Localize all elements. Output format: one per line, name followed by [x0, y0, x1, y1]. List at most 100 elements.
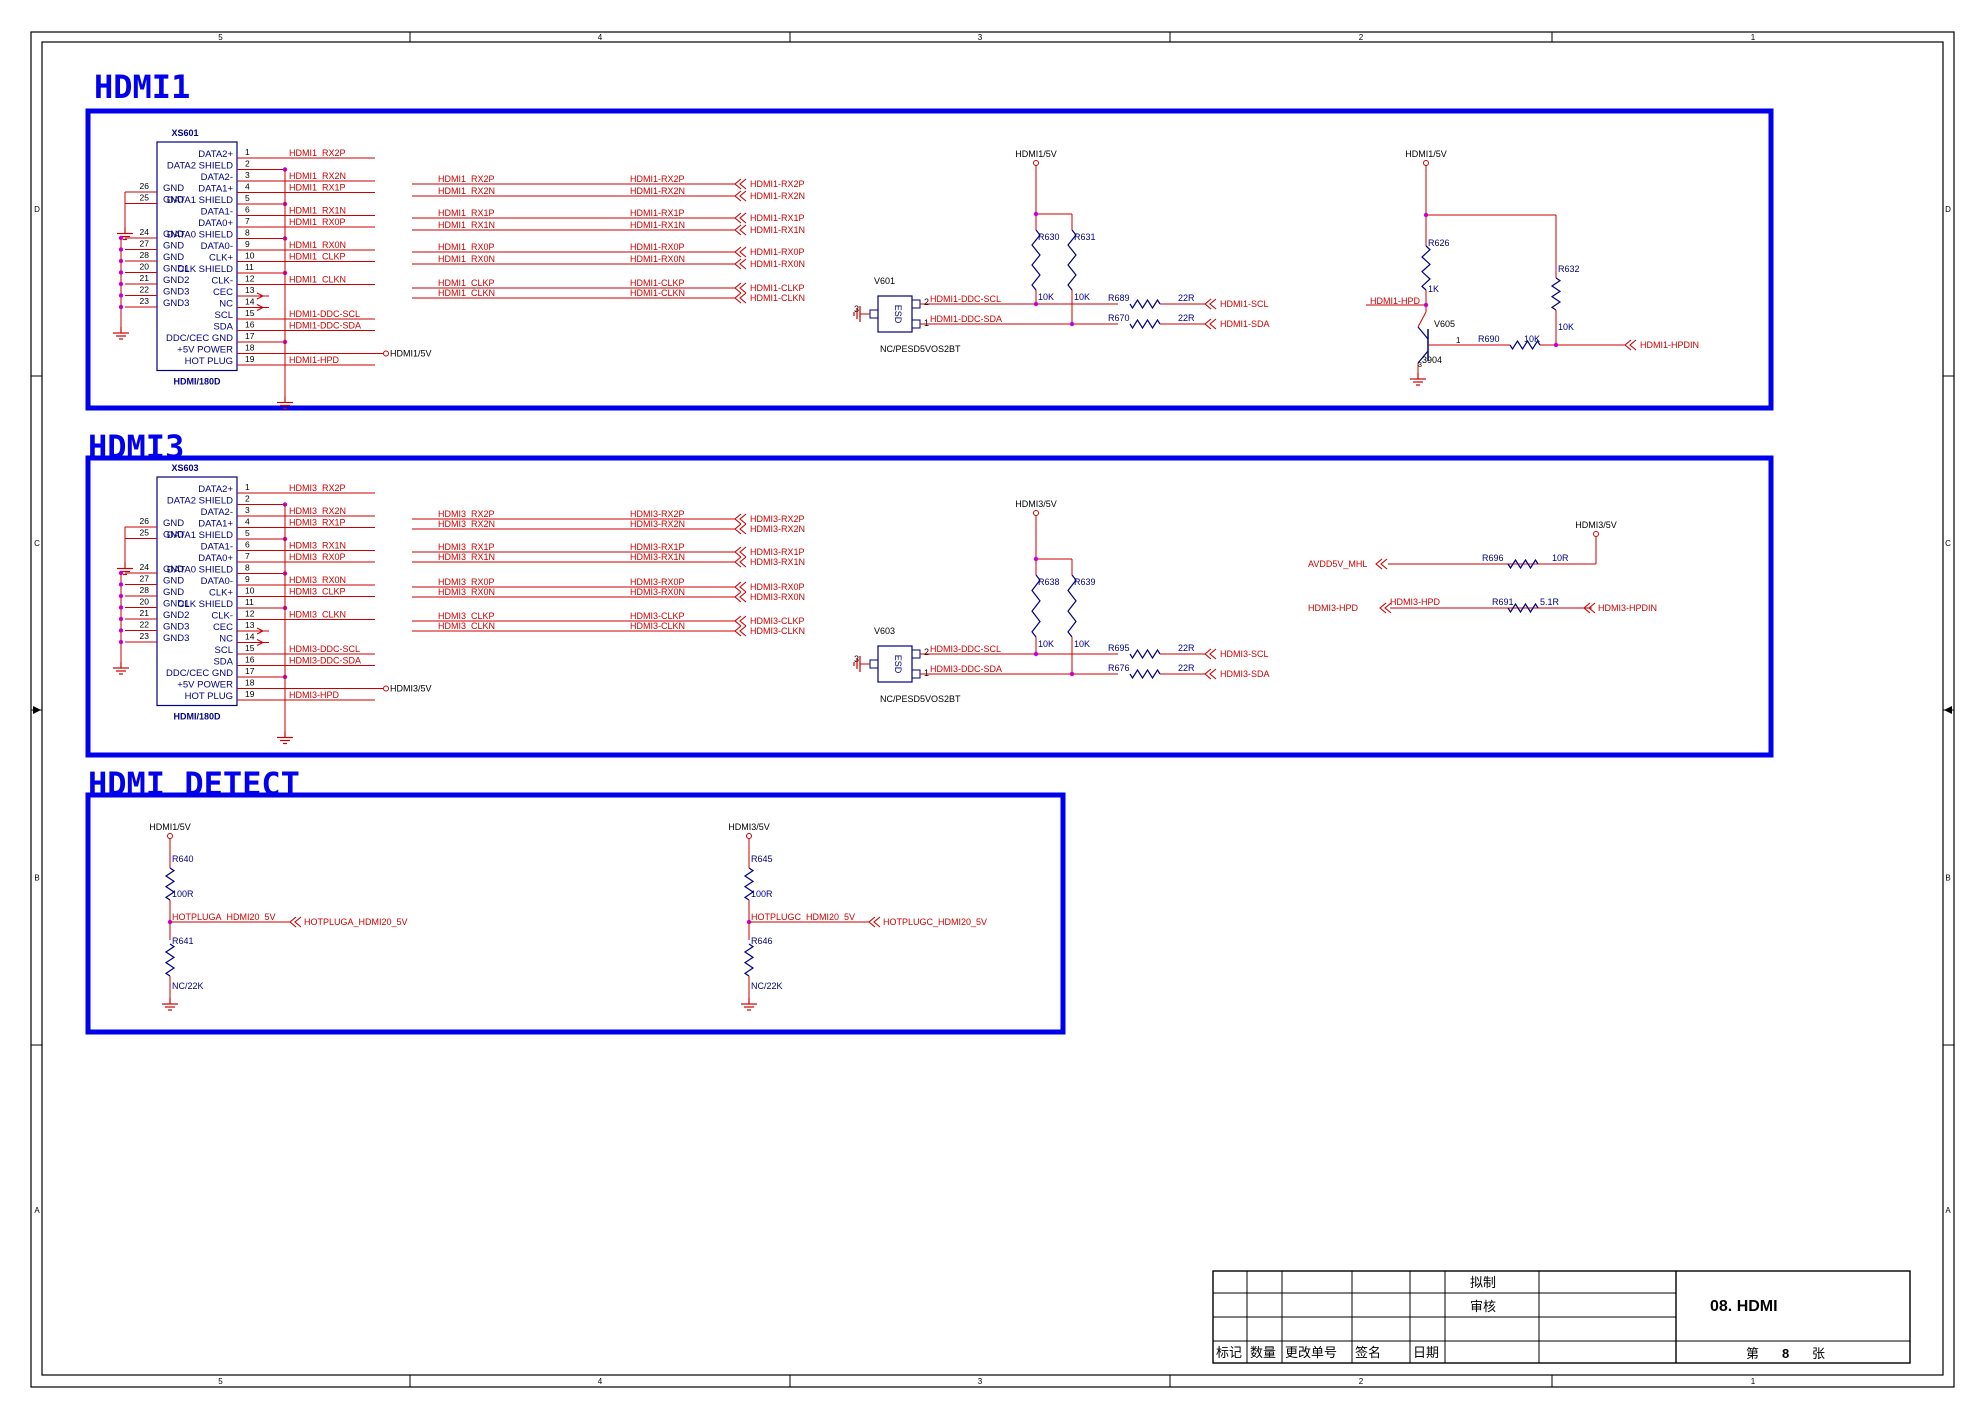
- connector-pin-number: 19: [245, 689, 255, 699]
- connector-pin-name: CLK-: [211, 611, 233, 622]
- connector-pin-number: 6: [245, 205, 250, 215]
- power-rail: [746, 833, 752, 839]
- ddc-net-label: HDMI1-DDC-SDA: [930, 314, 1002, 324]
- ddc-port-label: HDMI3-SCL: [1220, 649, 1269, 659]
- connector-pin-number: 7: [245, 551, 250, 561]
- port-chevron: [734, 246, 742, 258]
- border-column-label: 5: [218, 33, 223, 42]
- bus-port-label: HDMI1-RX0P: [750, 247, 805, 257]
- connector-pin-name: DATA1-: [201, 207, 233, 218]
- resistor-value: 22R: [1178, 643, 1195, 653]
- junction-dot: [118, 616, 124, 622]
- resistor-ref: R670: [1108, 313, 1130, 323]
- connector-pin-number: 15: [245, 643, 255, 653]
- bus-net-label: HDMI3_RX1P: [438, 542, 495, 552]
- connector-pin-name: CLK+: [209, 588, 233, 599]
- connector-left-pin-name: GND2: [163, 610, 189, 621]
- mhl-resistor: [1507, 558, 1539, 570]
- transistor-pin: 3: [1418, 362, 1422, 369]
- esd-pin-box: [869, 659, 879, 669]
- bus-port: [734, 258, 747, 270]
- connector-pin-name: SCL: [215, 310, 233, 321]
- connector-type: HDMI/180D: [173, 377, 221, 387]
- connector-left-pin-name: GND1: [163, 599, 189, 610]
- bus-port-label: HDMI3-RX2N: [750, 524, 805, 534]
- title-block-label: 拟制: [1470, 1275, 1496, 1290]
- bus-net-label: HDMI3_RX0P: [438, 577, 495, 587]
- connector-pin-name: DATA2-: [201, 172, 233, 183]
- sheet-number-label: 张: [1812, 1346, 1825, 1361]
- connector-pin-name: DATA2 SHIELD: [167, 161, 233, 172]
- connector-left-pin-name: GND: [163, 576, 184, 587]
- detect-net-label: HOTPLUGC_HDMI20_5V: [751, 912, 855, 922]
- connector-pin-name: HOT PLUG: [185, 691, 233, 702]
- junction-dot: [118, 628, 124, 633]
- junction-dot: [118, 582, 124, 587]
- esd-pin-box: [911, 319, 921, 329]
- transistor-ref: V605: [1434, 319, 1455, 329]
- transistor-emitter: [1417, 350, 1429, 364]
- bus-port-label: HDMI1-RX2N: [750, 191, 805, 201]
- series-resistor: [1129, 318, 1161, 330]
- ground-symbol: [741, 998, 757, 1011]
- junction-dot: [1553, 342, 1559, 348]
- connector-left-pin-number: 28: [140, 585, 150, 595]
- connector-pin-number: 14: [245, 632, 255, 642]
- bus-port-label: HDMI1-CLKN: [750, 293, 805, 303]
- ddc-net-label: HDMI3-DDC-SCL: [930, 644, 1001, 654]
- esd-pin-box: [911, 299, 921, 309]
- bus-port: [734, 556, 747, 568]
- port-chevron: [739, 246, 747, 258]
- resistor-value: 22R: [1178, 663, 1195, 673]
- border-column-label: 2: [1359, 33, 1364, 42]
- section-title-hdmi1: HDMI1: [94, 68, 190, 106]
- esd-pin-number: 1: [924, 318, 929, 328]
- connector-pin-number: 9: [245, 574, 250, 584]
- connector-net-label: HDMI1_RX1P: [289, 183, 346, 193]
- esd-device: ESD: [869, 295, 921, 333]
- bus-port-label: HDMI1-RX2P: [750, 179, 805, 189]
- connector-pin-name: DDC/CEC GND: [166, 668, 233, 679]
- resistor-value: 22R: [1178, 313, 1195, 323]
- connector-pin-number: 8: [245, 563, 250, 573]
- port-chevron: [734, 178, 742, 190]
- power-rail-label: HDMI1/5V: [149, 822, 191, 832]
- bus-net-label: HDMI1_RX1P: [438, 208, 495, 218]
- resistor-value: NC/22K: [751, 981, 783, 991]
- bus-port: [734, 282, 747, 294]
- border-row-label: D: [34, 205, 40, 214]
- resistor-value: 10K: [1038, 639, 1054, 649]
- connector-pin-name: CLK SHIELD: [178, 599, 234, 610]
- resistor-ref: R676: [1108, 663, 1130, 673]
- junction-dot: [118, 247, 124, 252]
- connector-left-pin-number: 23: [140, 631, 150, 641]
- connector-left-pin-name: GND1: [163, 264, 189, 275]
- port-chevron: [734, 292, 742, 304]
- port-chevron: [1624, 339, 1632, 351]
- bus-net-label: HDMI3_RX2P: [438, 509, 495, 519]
- esd-ref: V603: [874, 626, 895, 636]
- connector-left-pin-number: 20: [140, 597, 150, 607]
- connector-left-pin-number: 21: [140, 273, 150, 283]
- bus-port-label: HDMI3-RX0N: [750, 592, 805, 602]
- ddc-port-label: HDMI1-SCL: [1220, 299, 1269, 309]
- border-column-label: 4: [598, 1377, 603, 1386]
- bus-port: [734, 224, 747, 236]
- port-chevron: [734, 190, 742, 202]
- nc-arrow: [256, 639, 265, 646]
- connector-net-label: HDMI1_CLKN: [289, 275, 346, 285]
- hpd-resistor: [1421, 245, 1431, 291]
- outer-border: [30, 31, 1955, 1388]
- detect-resistor: [164, 867, 176, 901]
- ground-symbol: [277, 731, 293, 745]
- ddc-net-label: HDMI3-DDC-SDA: [930, 664, 1002, 674]
- port-chevron: [1204, 648, 1212, 660]
- esd-body-label: ESD: [893, 305, 903, 324]
- connector-pin-name: DATA0-: [201, 241, 233, 252]
- bus-net-label: HDMI1-RX0N: [630, 254, 685, 264]
- esd-pin-number: 2: [924, 647, 929, 657]
- connector-pin-number: 4: [245, 517, 250, 527]
- bus-net-label: HDMI1-RX2N: [630, 186, 685, 196]
- resistor-value: 1K: [1428, 284, 1439, 294]
- hdmi-connector-body: [156, 141, 238, 372]
